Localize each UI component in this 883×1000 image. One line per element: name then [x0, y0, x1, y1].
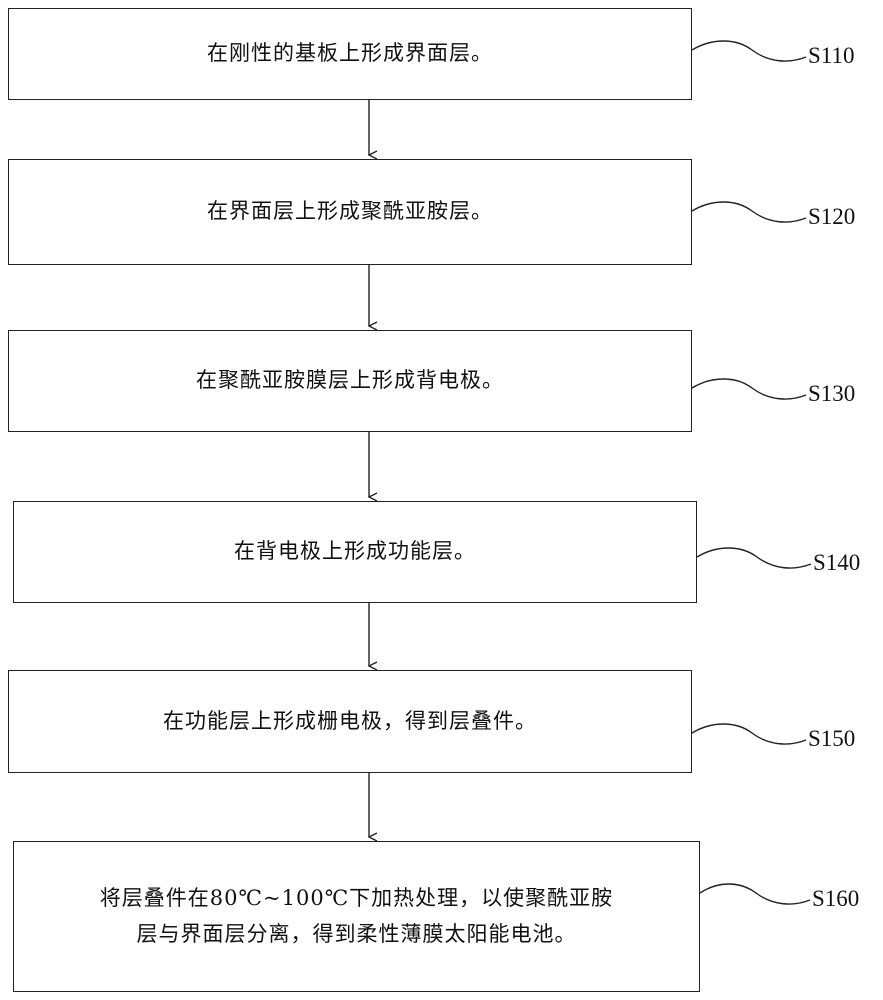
step-box-s120: 在界面层上形成聚酰亚胺层。	[8, 159, 692, 265]
leader-line-s160	[699, 883, 811, 905]
leader-line-s150	[691, 723, 807, 745]
step-box-s150: 在功能层上形成栅电极，得到层叠件。	[8, 670, 692, 773]
step-label-s110: S110	[808, 43, 855, 68]
step-label-s150: S150	[808, 726, 856, 751]
step-text-s130: 在聚酰亚胺膜层上形成背电极。	[196, 368, 504, 393]
step-label-s120: S120	[808, 204, 856, 229]
leader-line-s110	[691, 40, 807, 62]
leader-line-s120	[691, 201, 807, 223]
step-text-s150: 在功能层上形成栅电极，得到层叠件。	[163, 708, 537, 733]
step-text-s120: 在界面层上形成聚酰亚胺层。	[207, 199, 493, 224]
step-box-s130: 在聚酰亚胺膜层上形成背电极。	[8, 330, 692, 432]
step-label-s140: S140	[813, 550, 861, 575]
step-box-s110: 在刚性的基板上形成界面层。	[8, 8, 692, 100]
leader-line-s140	[696, 547, 812, 569]
leader-line-s130	[691, 378, 807, 400]
step-text-s110: 在刚性的基板上形成界面层。	[207, 41, 493, 66]
step-text-s160-line1: 将层叠件在80℃~100℃下加热处理，以使聚酰亚胺	[99, 885, 614, 910]
step-text-s160-line2: 层与界面层分离，得到柔性薄膜太阳能电池。	[136, 921, 577, 946]
step-box-s160: 将层叠件在80℃~100℃下加热处理，以使聚酰亚胺 层与界面层分离，得到柔性薄膜…	[13, 841, 700, 992]
step-label-s160: S160	[812, 886, 860, 911]
step-text-s140: 在背电极上形成功能层。	[234, 539, 476, 564]
step-label-s130: S130	[808, 381, 856, 406]
step-box-s140: 在背电极上形成功能层。	[13, 501, 697, 603]
